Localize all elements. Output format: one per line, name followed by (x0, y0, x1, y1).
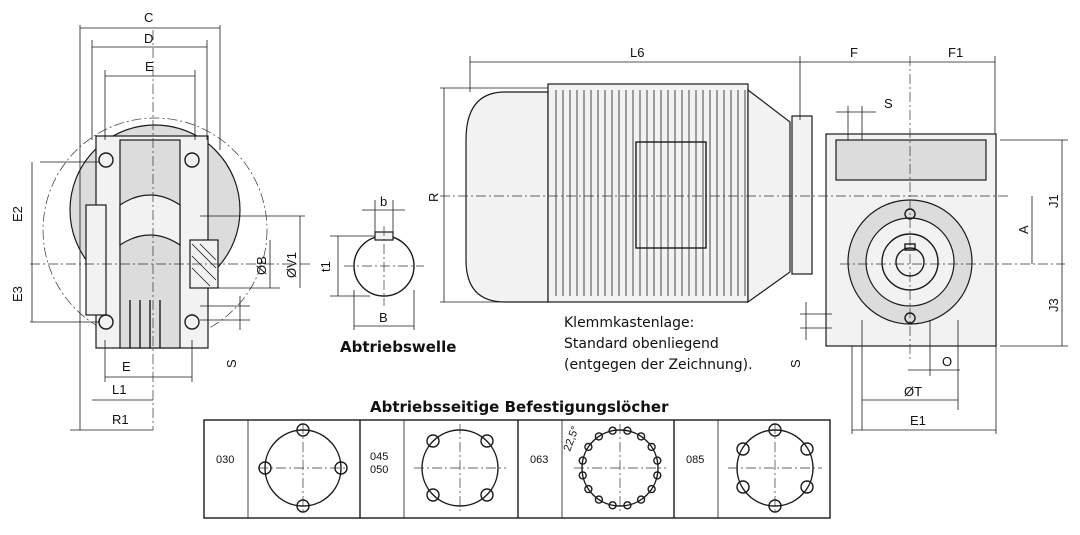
pattern-hole (736, 442, 750, 456)
dim-e1: E1 (910, 413, 926, 428)
dim-j1: J1 (1046, 194, 1061, 208)
cell-angle: 22,5° (562, 425, 582, 453)
dim-l6: L6 (630, 45, 644, 60)
hole-pattern-063 (574, 424, 666, 514)
pattern-hole (608, 426, 617, 435)
terminal-note-line1: Klemmkastenlage: (564, 315, 694, 331)
dim-j3: J3 (1046, 298, 1061, 312)
dim-f: F (850, 45, 858, 60)
pattern-hole (584, 442, 593, 452)
dim-r1: R1 (112, 412, 129, 427)
pattern-hole (334, 461, 348, 475)
hole-pattern-030 (258, 423, 348, 514)
dim-s-right: S (788, 359, 803, 368)
dim-e2: E2 (10, 206, 25, 222)
pattern-hole (623, 426, 632, 435)
motor-view: L6 F F1 S R J1 J3 A S O (426, 45, 1068, 434)
terminal-note-line3: (entgegen der Zeichnung). (564, 357, 753, 373)
pattern-hole (594, 432, 604, 441)
dim-r: R (426, 193, 441, 202)
left-side-view: C D E E2 E3 ØB ØV1 S E L1 R1 (10, 10, 310, 431)
dim-b-key: b (380, 194, 387, 209)
pattern-hole (647, 442, 656, 452)
pattern-hole (653, 456, 662, 465)
worm-section (119, 194, 181, 247)
pattern-hole (636, 432, 646, 441)
dim-l1: L1 (112, 382, 126, 397)
cell-size-045: 045 (370, 451, 388, 463)
dim-d: D (144, 31, 153, 46)
dim-t1: t1 (318, 261, 333, 272)
shaft-hatch (191, 243, 217, 287)
dim-o: O (942, 354, 952, 369)
pattern-hole (480, 434, 494, 448)
dim-v1: ØV1 (284, 252, 299, 278)
terminal-box (635, 141, 707, 249)
bolt-hole (184, 152, 200, 168)
dim-b-dia: ØB (254, 256, 269, 275)
hole-pattern-045 (414, 424, 506, 514)
bolt-hole (98, 152, 114, 168)
cell-size-050: 050 (370, 464, 388, 476)
dim-b-shaft: B (379, 310, 388, 325)
motor-body (547, 83, 749, 303)
dim-f1: F1 (948, 45, 963, 60)
dim-e-top: E (145, 59, 154, 74)
dim-a: A (1016, 225, 1031, 234)
housing-fins (129, 300, 161, 348)
pattern-hole (636, 495, 646, 504)
pattern-hole (578, 456, 587, 465)
pattern-hole (258, 461, 272, 475)
pattern-hole (426, 488, 440, 502)
cell-size-030: 030 (216, 454, 234, 466)
dim-e3: E3 (10, 286, 25, 302)
pattern-hole (800, 442, 814, 456)
pattern-hole (800, 480, 814, 494)
pattern-hole (480, 488, 494, 502)
holes-title: Abtriebsseitige Befestigungslöcher (370, 398, 669, 416)
pattern-hole (653, 471, 662, 480)
pattern-hole (608, 501, 617, 510)
pattern-hole (584, 484, 593, 494)
shaft-label: Abtriebswelle (340, 338, 456, 356)
cell-size-085: 085 (686, 454, 704, 466)
bolt-hole (184, 314, 200, 330)
worm-shaft-housing (835, 139, 987, 181)
pattern-hole (594, 495, 604, 504)
shaft-section: b t1 B Abtriebswelle (318, 194, 456, 356)
pattern-hole (296, 423, 310, 437)
terminal-note-line2: Standard obenliegend (564, 336, 719, 352)
hole-pattern-085 (728, 423, 822, 514)
dim-s-left: S (224, 359, 239, 368)
fan-cover (465, 91, 549, 303)
pattern-holes-063 (578, 426, 662, 510)
pattern-hole (426, 434, 440, 448)
dim-e-bottom: E (122, 359, 131, 374)
dim-s-top: S (884, 96, 893, 111)
pattern-hole (768, 423, 782, 437)
pattern-hole (647, 484, 656, 494)
cell-size-063: 063 (530, 454, 548, 466)
motor-flange (791, 115, 813, 275)
pattern-hole (768, 499, 782, 513)
pattern-hole (736, 480, 750, 494)
dim-t: ØT (904, 384, 922, 399)
pattern-hole (623, 501, 632, 510)
pattern-hole (578, 471, 587, 480)
pattern-hole (296, 499, 310, 513)
cooling-fins (555, 90, 746, 296)
dim-c: C (144, 10, 153, 25)
table-border (203, 419, 831, 519)
output-flange (85, 204, 107, 316)
holes-table: Abtriebsseitige Befestigungslöcher 030 0… (203, 398, 831, 519)
